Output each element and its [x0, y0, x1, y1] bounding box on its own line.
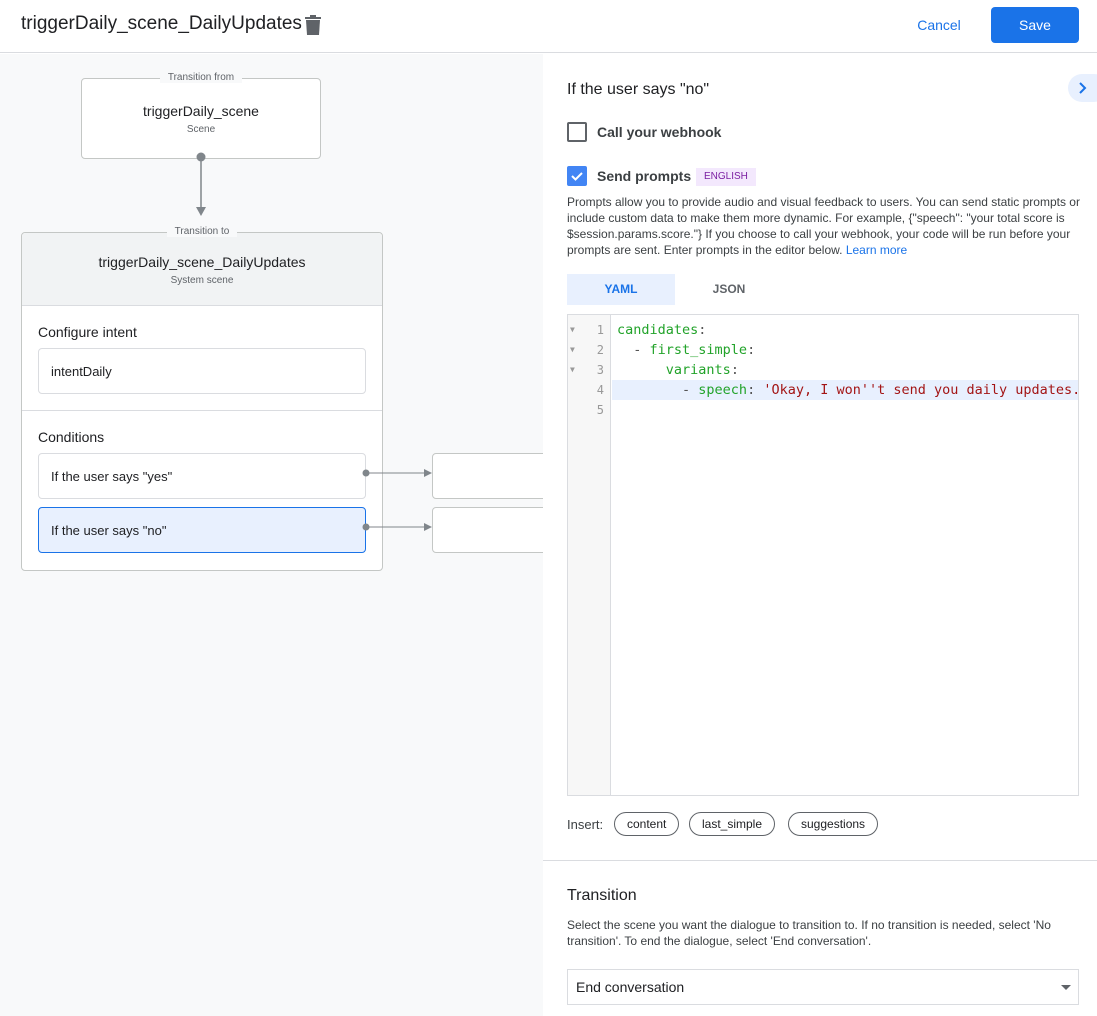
active-line-highlight: [612, 380, 1078, 400]
insert-chip-content[interactable]: content: [614, 812, 680, 836]
transition-title: Transition: [567, 887, 637, 904]
learn-more-link[interactable]: Learn more: [845, 243, 908, 257]
transition-description: Select the scene you want the dialogue t…: [567, 918, 1051, 948]
line-number: ▼1: [568, 320, 606, 340]
transition-from-node[interactable]: Transition from triggerDaily_scene Scene: [81, 72, 321, 159]
flow-canvas[interactable]: Transition from triggerDaily_scene Scene…: [0, 54, 543, 1016]
prompts-description: Prompts allow you to provide audio and v…: [567, 195, 1080, 257]
prompts-label: Send prompts: [597, 168, 692, 184]
webhook-label: Call your webhook: [597, 124, 722, 140]
divider: [22, 410, 382, 411]
connector-arrow: [196, 152, 206, 216]
divider: [543, 860, 1097, 861]
scene-name: triggerDaily_scene_DailyUpdates: [98, 254, 306, 270]
page-title: triggerDaily_scene_DailyUpdates: [21, 13, 302, 34]
scene-type: Scene: [186, 124, 216, 135]
insert-label: Insert:: [567, 817, 604, 832]
code-editor[interactable]: ▼1▼2▼3 4 5 candidates: - first_simple: var…: [567, 314, 1079, 796]
configure-intent-label: Configure intent: [38, 324, 137, 340]
fold-icon[interactable]: ▼: [570, 325, 575, 334]
transition-select[interactable]: End conversation: [567, 969, 1079, 1005]
webhook-checkbox[interactable]: [567, 122, 587, 142]
transition-select-value: End conversation: [576, 979, 685, 995]
language-badge: ENGLISH: [696, 168, 756, 186]
conditions-label: Conditions: [38, 429, 105, 445]
line-number: ▼2: [568, 340, 606, 360]
fold-icon[interactable]: ▼: [570, 365, 575, 374]
header: triggerDaily_scene_DailyUpdates Cancel S…: [0, 0, 1097, 53]
condition-connectors: [362, 469, 432, 531]
details-panel: If the user says "no" Call your webhook …: [543, 54, 1097, 1016]
editor-gutter: ▼1▼2▼3 4 5: [568, 315, 611, 795]
line-number: ▼3: [568, 360, 606, 380]
fold-icon[interactable]: ▼: [570, 345, 575, 354]
code-line: - first_simple:: [617, 342, 756, 358]
insert-chip-suggestions[interactable]: suggestions: [788, 812, 879, 836]
code-line: - speech: 'Okay, I won''t send you daily…: [617, 382, 1079, 398]
node-legend: Transition from: [159, 72, 243, 83]
check-icon: [571, 172, 583, 181]
line-number: 4: [596, 383, 604, 397]
dropdown-arrow-icon: [1061, 985, 1071, 990]
scene-name: triggerDaily_scene: [143, 103, 259, 119]
prompts-checkbox[interactable]: [567, 166, 587, 186]
target-node-yes[interactable]: [432, 453, 543, 499]
cancel-button[interactable]: Cancel: [903, 7, 975, 43]
condition-yes[interactable]: If the user says "yes": [38, 453, 366, 499]
expand-panel-button[interactable]: [1068, 74, 1097, 102]
code-line: candidates:: [617, 322, 707, 338]
target-node-no[interactable]: [432, 507, 543, 553]
save-button[interactable]: Save: [991, 7, 1079, 43]
panel-title: If the user says "no": [567, 81, 710, 98]
node-legend: Transition to: [166, 226, 238, 237]
line-number: 5: [596, 403, 604, 417]
tab-json[interactable]: JSON: [712, 282, 746, 296]
transition-to-node: Transition to triggerDaily_scene_DailyUp…: [21, 226, 383, 571]
insert-chip-last-simple[interactable]: last_simple: [689, 812, 776, 836]
tab-yaml[interactable]: YAML: [567, 274, 675, 305]
trash-icon[interactable]: [304, 15, 322, 35]
scene-type: System scene: [170, 275, 234, 286]
condition-no[interactable]: If the user says "no": [38, 507, 366, 553]
chevron-right-icon: [1079, 82, 1087, 94]
code-line: variants:: [665, 362, 739, 378]
intent-field[interactable]: intentDaily: [38, 348, 366, 394]
